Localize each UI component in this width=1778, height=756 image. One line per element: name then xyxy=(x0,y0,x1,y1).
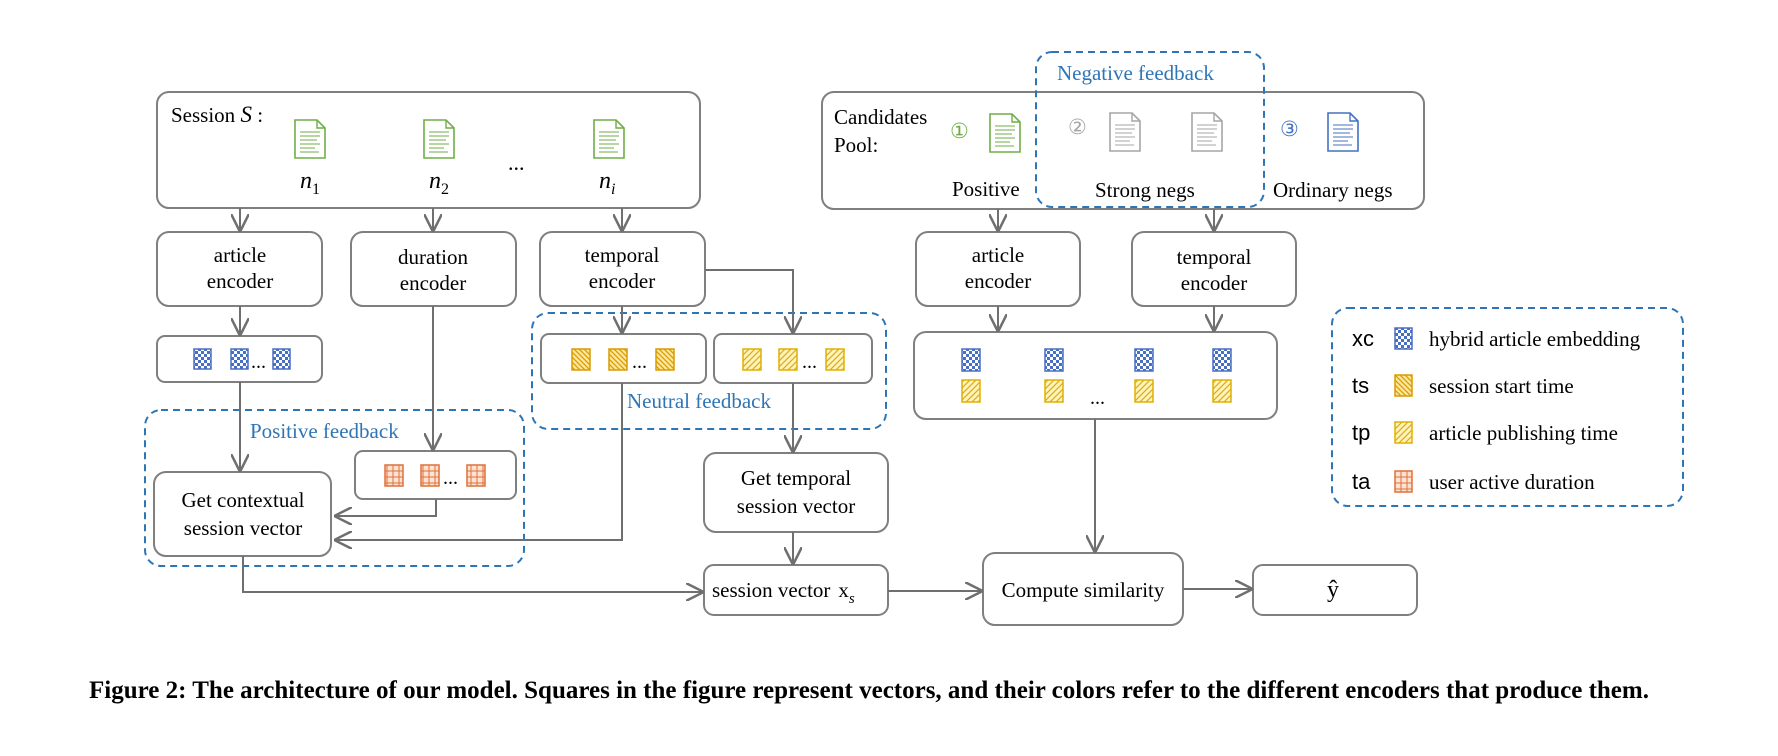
arrow-contextual-session xyxy=(242,556,702,592)
temporal-session-vector-node xyxy=(703,452,889,533)
xc-square xyxy=(272,348,291,370)
strong-negs-label: Strong negs xyxy=(1095,178,1195,202)
tp-square xyxy=(1212,379,1232,403)
session-ellipsis: ... xyxy=(508,150,525,175)
xc-square xyxy=(961,348,981,372)
tp-vectors-ellipsis: ... xyxy=(802,351,817,373)
positive-feedback-region xyxy=(144,409,525,567)
arrow-duration-vectors-contextual xyxy=(336,499,437,516)
legend-item-tp: tp article publishing time xyxy=(1352,420,1618,445)
legend-swatch-tp xyxy=(1394,421,1413,444)
neutral-feedback-label: Neutral feedback xyxy=(627,389,771,413)
duration-vectors-ellipsis: ... xyxy=(443,467,458,489)
tp-square xyxy=(1044,379,1064,403)
session-label: Session S : xyxy=(171,102,263,127)
ta-square xyxy=(466,464,486,487)
legend-box xyxy=(1331,307,1684,507)
positive-label: Positive xyxy=(952,177,1020,201)
legend-text: article publishing time xyxy=(1429,421,1618,445)
negative-feedback-label: Negative feedback xyxy=(1057,61,1214,85)
negative-feedback-region xyxy=(1035,51,1265,208)
legend-text: user active duration xyxy=(1429,470,1595,494)
xc-square xyxy=(1044,348,1064,372)
ordinary-neg-doc-icon xyxy=(1327,112,1359,152)
negative-feedback-label-bg xyxy=(1052,58,1252,86)
session-doc-2-icon xyxy=(423,119,455,159)
legend-code: ts xyxy=(1352,373,1369,398)
legend-swatch-ta xyxy=(1394,470,1413,493)
ts-vectors-ellipsis: ... xyxy=(632,351,647,373)
ordinary-negs-label: Ordinary negs xyxy=(1273,178,1393,202)
session-doc-1-icon xyxy=(294,119,326,159)
legend-code: tp xyxy=(1352,420,1370,445)
y-hat-node xyxy=(1252,564,1418,616)
xc-square xyxy=(1212,348,1232,372)
positive-doc-icon xyxy=(989,113,1021,153)
positive-feedback-label: Positive feedback xyxy=(250,419,399,443)
strong-neg-doc-2-icon xyxy=(1191,112,1223,152)
candidates-pool-box xyxy=(821,91,1425,210)
ts-square xyxy=(608,348,628,371)
tp-square xyxy=(778,348,798,371)
ta-square xyxy=(384,464,404,487)
ts-vectors-box xyxy=(540,333,707,384)
legend-text: session start time xyxy=(1429,374,1574,398)
ts-square xyxy=(655,348,675,371)
xc-square xyxy=(230,348,249,370)
figure-caption: Figure 2: The architecture of our model.… xyxy=(89,677,1649,704)
session-item-2: n2 xyxy=(429,168,449,198)
legend-swatch-xc xyxy=(1394,327,1413,350)
neutral-feedback-region xyxy=(531,312,887,430)
tp-square xyxy=(1134,379,1154,403)
legend-item-ta: ta user active duration xyxy=(1352,469,1595,494)
session-box xyxy=(156,91,701,209)
marker-3: ③ xyxy=(1280,117,1299,141)
xc-square xyxy=(193,348,212,370)
article-vectors-ellipsis: ... xyxy=(251,351,266,373)
session-colon: : xyxy=(257,103,263,127)
session-doc-i-icon xyxy=(593,119,625,159)
ts-square xyxy=(571,348,591,371)
legend-code: xc xyxy=(1352,326,1374,351)
contextual-session-vector-node xyxy=(153,471,332,557)
session-item-1: n1 xyxy=(300,168,320,198)
legend-swatch-ts xyxy=(1394,374,1413,397)
y-hat-label: ŷ xyxy=(1327,577,1339,603)
compute-similarity-label: Compute similarity xyxy=(1002,578,1165,602)
arrow-ts-contextual xyxy=(336,383,623,540)
tp-square xyxy=(961,379,981,403)
candidate-vectors-ellipsis: ... xyxy=(1090,387,1105,409)
marker-2: ② xyxy=(1068,115,1087,139)
session-label-text: Session xyxy=(171,103,236,127)
tp-square xyxy=(742,348,762,371)
session-symbol: S xyxy=(240,102,252,127)
session-item-i: ni xyxy=(599,168,615,198)
xc-square xyxy=(1134,348,1154,372)
marker-1: ① xyxy=(950,119,969,143)
ta-square xyxy=(420,464,440,487)
arrow-temporal-enc-tp xyxy=(705,269,793,332)
tp-square xyxy=(825,348,845,371)
legend-code: ta xyxy=(1352,469,1371,494)
legend-item-ts: ts session start time xyxy=(1352,373,1574,398)
legend-text: hybrid article embedding xyxy=(1429,327,1641,351)
strong-neg-doc-1-icon xyxy=(1109,112,1141,152)
legend-item-xc: xc hybrid article embedding xyxy=(1352,326,1641,351)
